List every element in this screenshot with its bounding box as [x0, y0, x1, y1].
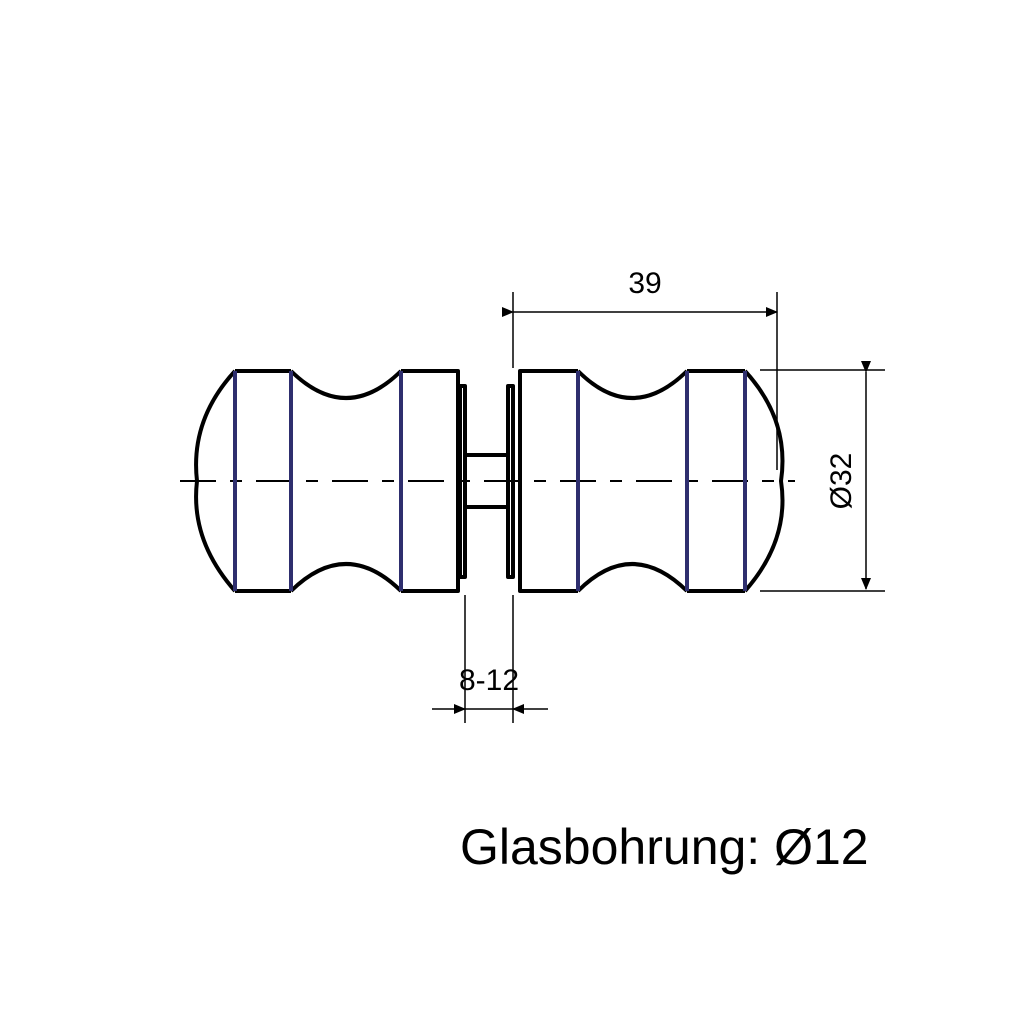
right-knob: [506, 369, 785, 593]
stem: [467, 453, 508, 509]
dimension-length: 39: [502, 267, 778, 470]
dimension-glass-thickness: 8-12: [432, 595, 548, 723]
glass-thickness-label: 8-12: [459, 664, 519, 697]
left-knob: [194, 369, 467, 593]
dimension-diameter: Ø32: [760, 361, 885, 592]
diameter-label: Ø32: [825, 453, 858, 510]
caption: Glasbohrung: Ø12: [460, 819, 869, 875]
length-label: 39: [628, 267, 661, 300]
